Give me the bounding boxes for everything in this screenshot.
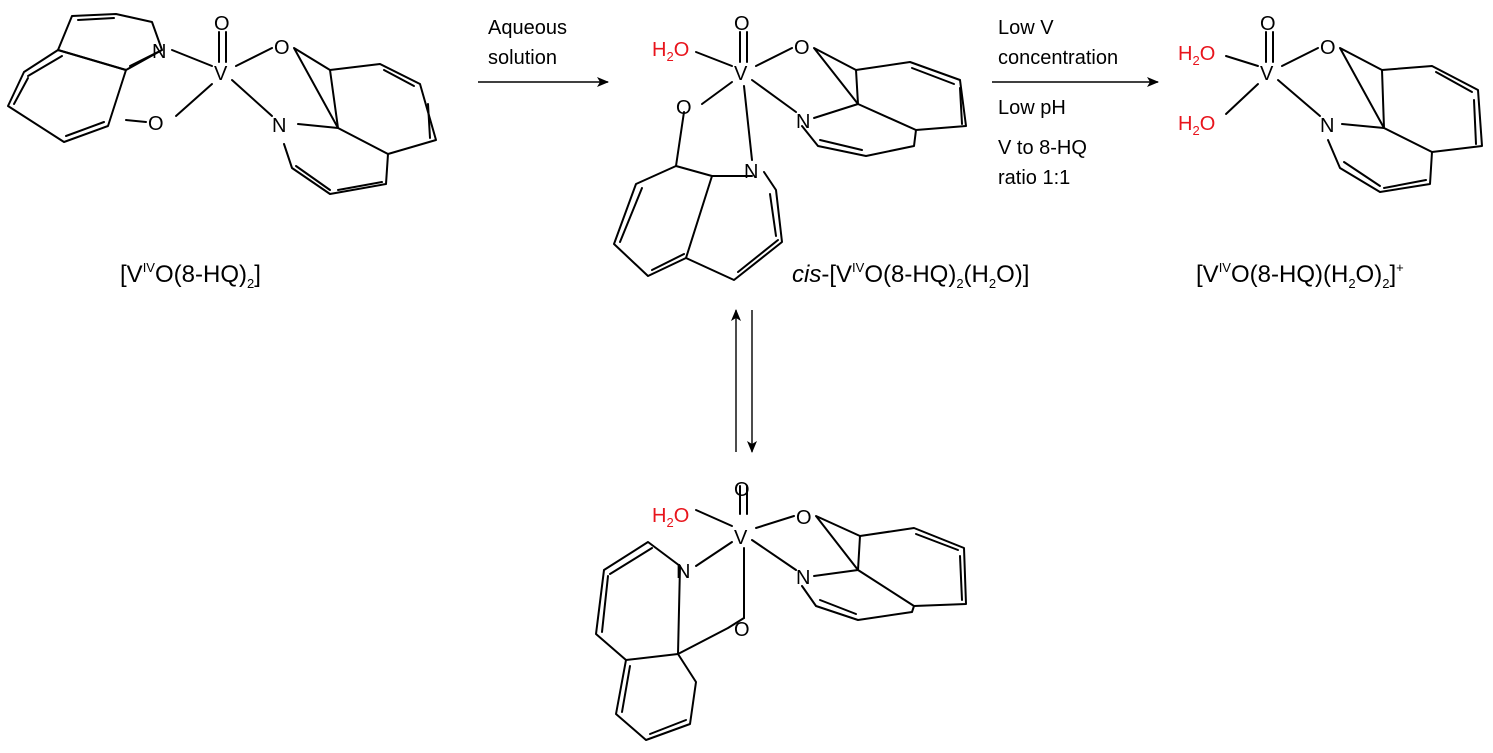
atom-v: V [214,63,228,85]
atom-water: H2O [1178,113,1215,138]
atom-n: N [152,41,166,63]
atom-o: O [794,37,810,59]
condition-text: V to 8-HQ [998,137,1087,159]
compound-right-label: [VIVO(8-HQ)(H2O)2]+ [1196,260,1404,291]
atom-o: O [734,479,750,501]
atom-o: O [214,13,230,35]
compound-bottom-structure: H2O V O O N N O [595,479,967,741]
condition-text: Low pH [998,97,1066,119]
atom-n: N [744,161,758,183]
compound-left-label: [VIVO(8-HQ)2] [120,260,261,291]
atom-n: N [272,115,286,137]
condition-text: ratio 1:1 [998,167,1070,189]
condition-text: Aqueous [488,17,567,39]
atom-o: O [274,37,290,59]
compound-right-structure: H2O H2O V O O N [1178,13,1483,193]
atom-v: V [1260,63,1274,85]
atom-water: H2O [652,505,689,530]
condition-text: solution [488,47,557,69]
atom-water: H2O [652,39,689,64]
atom-v: V [734,63,748,85]
atom-o: O [1260,13,1276,35]
atom-n: N [1320,115,1334,137]
compound-center-label: cis-[VIVO(8-HQ)2(H2O)] [792,260,1029,291]
atom-o: O [734,619,750,641]
atom-v: V [734,527,748,549]
compound-center-structure: H2O V O O N O N [613,13,967,281]
atom-o: O [796,507,812,529]
atom-o: O [148,113,164,135]
atom-o: O [1320,37,1336,59]
atom-o: O [676,97,692,119]
atom-n: N [796,111,810,133]
atom-n: N [796,567,810,589]
condition-text: Low V [998,17,1054,39]
condition-text: concentration [998,47,1118,69]
atom-water: H2O [1178,43,1215,68]
atom-n: N [676,561,690,583]
compound-left-structure: N O V O O N [7,13,437,195]
atom-o: O [734,13,750,35]
